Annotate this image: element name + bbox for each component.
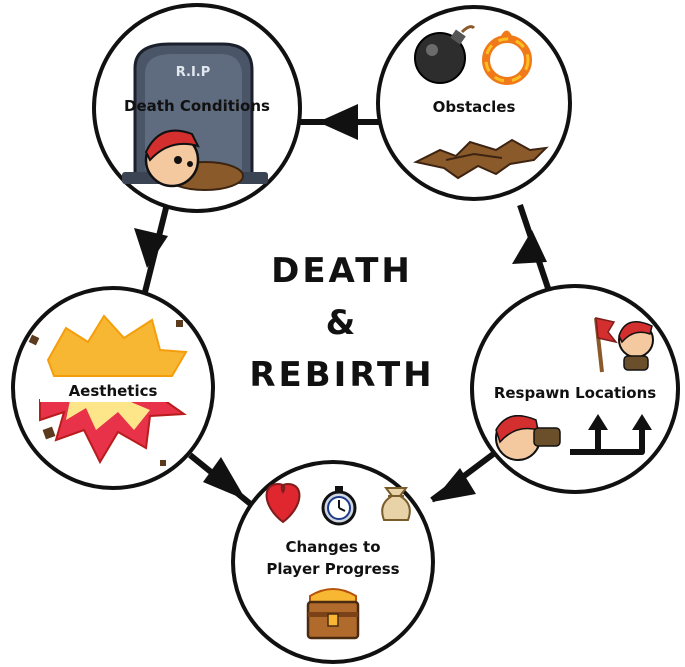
fallen-character-icon xyxy=(144,129,244,191)
node-death-conditions: R.I.P Death Conditions xyxy=(92,3,302,213)
node-player-progress-label-line1: Changes to xyxy=(285,538,380,556)
node-aesthetics: Aesthetics xyxy=(11,286,215,490)
arrow-to-aesthetics xyxy=(134,228,168,268)
standing-character-icon xyxy=(618,321,654,371)
respawn-arrow-heads xyxy=(588,414,652,430)
aesthetics-label-band xyxy=(40,378,186,402)
arrow-to-respawn-locations xyxy=(432,468,476,502)
node-respawn-locations: Respawn Locations xyxy=(470,284,680,494)
arrow-to-player-progress xyxy=(203,457,246,500)
arrow-to-obstacles xyxy=(512,230,547,264)
node-aesthetics-label: Aesthetics xyxy=(69,382,158,400)
node-player-progress: Changes to Player Progress xyxy=(231,460,435,664)
treasure-chest-icon xyxy=(306,588,360,640)
pit-crack-icon xyxy=(413,138,549,180)
stopwatch-icon xyxy=(321,486,357,526)
fire-ring-icon xyxy=(482,30,532,85)
money-bag-icon xyxy=(381,487,411,521)
flag-icon xyxy=(594,317,618,373)
cycle-arrowheads xyxy=(134,104,547,502)
respawn-arrow-icon xyxy=(570,428,645,455)
node-player-progress-label-line2: Player Progress xyxy=(266,560,399,578)
node-obstacles: Obstacles xyxy=(376,5,572,201)
bomb-icon xyxy=(414,25,476,84)
center-title-line3: REBIRTH xyxy=(249,355,434,395)
tombstone-text: R.I.P xyxy=(176,65,211,80)
node-respawn-locations-label: Respawn Locations xyxy=(494,384,656,402)
fallen-character-icon xyxy=(495,415,561,461)
node-death-conditions-label: Death Conditions xyxy=(124,97,270,115)
center-title-line2: & xyxy=(326,303,359,343)
arrow-to-death-conditions xyxy=(318,104,358,140)
node-obstacles-label: Obstacles xyxy=(433,98,516,116)
center-title-line1: DEATH xyxy=(271,251,413,291)
explosion-icon xyxy=(28,314,188,466)
heart-icon xyxy=(265,482,301,524)
center-title: DEATH & REBIRTH xyxy=(249,251,434,395)
